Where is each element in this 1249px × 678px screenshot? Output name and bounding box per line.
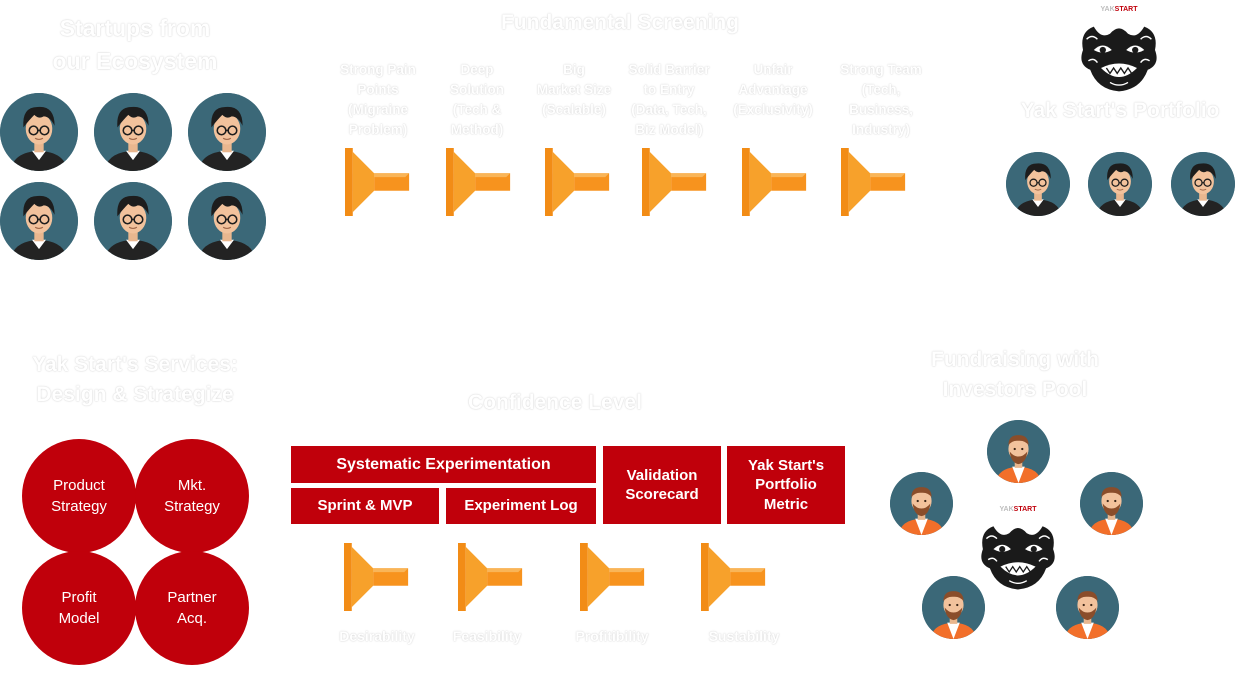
funnel-icon [841, 148, 909, 216]
confidence-title: Confidence Level [468, 391, 642, 414]
screening-title: Fundamental Screening [500, 11, 740, 34]
student-avatar-icon [0, 93, 78, 171]
service-product-strategy: Product Strategy [22, 439, 136, 553]
experiment-log-box: Experiment Log [446, 488, 596, 524]
student-avatar-icon [0, 182, 78, 260]
criterion-barrier-to-entry: Solid Barrier to Entry (Data, Tech, Biz … [628, 62, 710, 137]
funnel-icon [701, 543, 769, 611]
funnel-icon [345, 148, 413, 216]
student-avatar-icon [94, 93, 172, 171]
logo-brand-suffix: START [1013, 506, 1037, 513]
investor-avatar-icon [1056, 576, 1119, 639]
funnel-icon [344, 543, 412, 611]
logo-brand-suffix: START [1114, 6, 1138, 13]
logo-brand-prefix: YAK [1100, 6, 1115, 13]
fundraising-title: Fundraising with Investors Pool [931, 348, 1099, 401]
funnel-icon [742, 148, 810, 216]
portfolio-title: Yak Start's Portfolio [1020, 99, 1220, 122]
portfolio-metric-box: Yak Start's Portfolio Metric [727, 446, 845, 524]
funnel-icon [642, 148, 710, 216]
validation-scorecard-box: Validation Scorecard [603, 446, 721, 524]
investor-avatar-icon [922, 576, 985, 639]
criterion-unfair-advantage: Unfair Advantage (Exclusivity) [733, 62, 813, 117]
systematic-experimentation-box: Systematic Experimentation [291, 446, 596, 483]
services-title: Yak Start's Services: Design & Strategiz… [32, 353, 238, 406]
investor-avatar-icon [1080, 472, 1143, 535]
ecosystem-title: Startups from our Ecosystem [52, 15, 218, 74]
student-avatar-icon [188, 93, 266, 171]
stage-desirability: Desirability [339, 628, 415, 644]
student-avatar-icon [1171, 152, 1235, 216]
logo-brand-prefix: YAK [999, 506, 1014, 513]
student-avatar-icon [1006, 152, 1070, 216]
funnel-icon [580, 543, 648, 611]
criterion-deep-solution: Deep Solution (Tech & Method) [450, 62, 504, 137]
yak-mask-logo [1074, 14, 1164, 95]
investor-avatar-icon [987, 420, 1050, 483]
funnel-icon [458, 543, 526, 611]
sprint-mvp-box: Sprint & MVP [291, 488, 439, 524]
funnel-icon [446, 148, 514, 216]
funnel-icon [545, 148, 613, 216]
investor-avatar-icon [890, 472, 953, 535]
service-mkt-strategy: Mkt. Strategy [135, 439, 249, 553]
criterion-pain-points: Strong Pain Points (Migraine Problem) [340, 62, 416, 137]
criterion-market-size: Big Market Size (Scalable) [536, 62, 612, 117]
service-partner-acq: Partner Acq. [135, 551, 249, 665]
stage-feasibility: Feasibility [452, 628, 522, 644]
criterion-strong-team: Strong Team (Tech, Business, Industry) [840, 62, 922, 137]
yak-start-logo-center: YAKSTART [974, 505, 1062, 593]
student-avatar-icon [1088, 152, 1152, 216]
stage-sustability: Sustability [708, 628, 780, 644]
student-avatar-icon [94, 182, 172, 260]
yak-mask-logo [974, 514, 1062, 593]
stage-profitibility: Profitibility [575, 628, 649, 644]
yak-start-logo: YAKSTART [1074, 5, 1164, 95]
service-profit-model: Profit Model [22, 551, 136, 665]
student-avatar-icon [188, 182, 266, 260]
